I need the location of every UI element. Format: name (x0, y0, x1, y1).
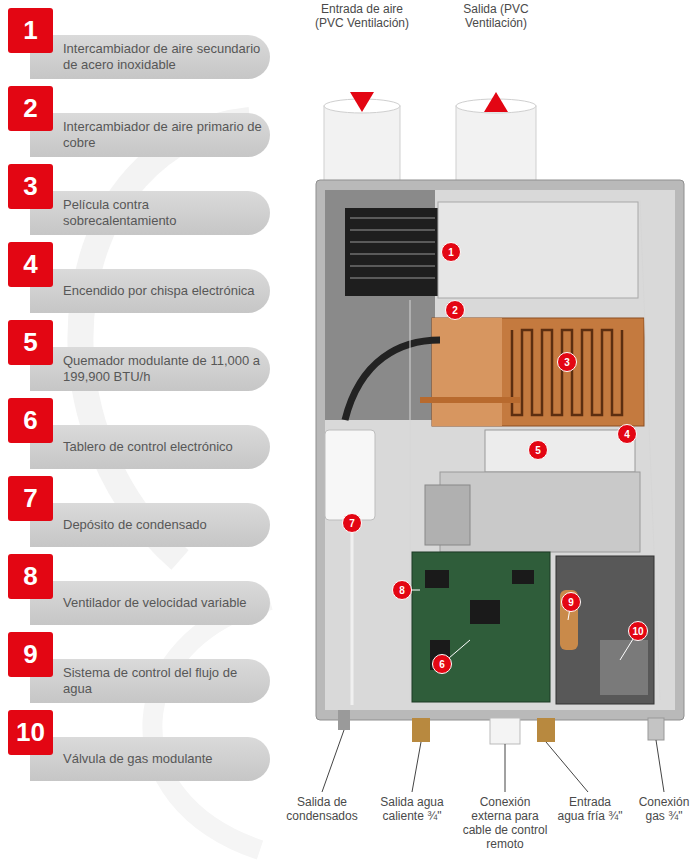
part-description: Válvula de gas modulante (30, 737, 270, 781)
number-text: 8 (23, 561, 37, 592)
description-text: Sistema de control del flujo de agua (63, 665, 263, 697)
part-description: Tablero de control electrónico (30, 425, 270, 469)
part-description: Depósito de condensado (30, 503, 270, 547)
description-text: Intercambiador de aire primario de cobre (63, 119, 263, 151)
number-badge: 4 (8, 242, 53, 287)
fins (345, 208, 440, 296)
callout-number: 2 (445, 300, 465, 320)
number-text: 6 (439, 659, 445, 670)
number-text: 9 (568, 597, 574, 608)
number-text: 4 (624, 429, 630, 440)
number-text: 10 (16, 717, 45, 748)
fitting (490, 718, 520, 744)
number-text: 5 (535, 445, 541, 456)
fitting (412, 718, 430, 742)
number-badge: 1 (8, 8, 53, 53)
description-text: Quemador modulante de 11,000 a 199,900 B… (63, 353, 263, 385)
description-text: Intercambiador de aire secundario de ace… (63, 41, 263, 73)
number-badge: 10 (8, 710, 53, 755)
callout-number: 8 (392, 580, 412, 600)
number-text: 3 (564, 357, 570, 368)
fitting (537, 718, 555, 742)
number-badge: 5 (8, 320, 53, 365)
number-badge: 2 (8, 86, 53, 131)
air-in-arrow (350, 92, 374, 112)
number-badge: 7 (8, 476, 53, 521)
leader-lines (402, 590, 638, 664)
overheat-coil (512, 330, 622, 415)
vent-pipe (324, 106, 400, 186)
background-swirl (152, 600, 270, 850)
hose (345, 340, 440, 420)
fin-lines (350, 218, 435, 278)
condensate-tank (325, 430, 375, 520)
valve-block (556, 556, 654, 704)
primary-exchanger (432, 318, 644, 426)
callout-number: 5 (528, 440, 548, 460)
callout-number: 3 (557, 352, 577, 372)
description-text: Encendido por chispa electrónica (63, 283, 263, 299)
gas-valve (600, 640, 648, 695)
fitting (648, 718, 664, 740)
part-description: Encendido por chispa electrónica (30, 269, 270, 313)
number-text: 7 (349, 518, 355, 529)
callout-number: 9 (561, 592, 581, 612)
air-out-arrow (484, 92, 508, 112)
drain-tube (351, 520, 354, 705)
manifold (425, 485, 470, 545)
number-badge: 8 (8, 554, 53, 599)
part-description: Intercambiador de aire primario de cobre (30, 113, 270, 157)
number-text: 1 (448, 247, 454, 258)
description-text: Película contra sobrecalentamiento (63, 197, 263, 229)
number-text: 7 (23, 483, 37, 514)
secondary-exchanger (438, 202, 638, 298)
casing-interior (325, 190, 675, 710)
callout-number: 1 (441, 242, 461, 262)
part-description: Ventilador de velocidad variable (30, 581, 270, 625)
number-text: 10 (632, 626, 643, 637)
number-text: 1 (23, 15, 37, 46)
label-leaders (322, 730, 664, 792)
number-badge: 3 (8, 164, 53, 209)
description-text: Ventilador de velocidad variable (63, 595, 263, 611)
vent-label: Salida (PVC Ventilación) (442, 2, 550, 30)
connection-label: Conexión gas ¾" (633, 795, 695, 823)
description-text: Depósito de condensado (63, 517, 263, 533)
callout-number: 7 (342, 513, 362, 533)
number-text: 4 (23, 249, 37, 280)
casing (316, 180, 684, 720)
part-description: Quemador modulante de 11,000 a 199,900 B… (30, 347, 270, 391)
burner (485, 430, 635, 472)
number-text: 2 (452, 305, 458, 316)
part-description: Intercambiador de aire secundario de ace… (30, 35, 270, 79)
description-text: Válvula de gas modulante (63, 751, 263, 767)
number-badge: 6 (8, 398, 53, 443)
number-text: 5 (23, 327, 37, 358)
connection-label: Entrada agua fría ¾" (554, 795, 626, 823)
control-board (412, 552, 550, 702)
vent-pipe (456, 106, 536, 186)
number-badge: 9 (8, 632, 53, 677)
callout-number: 4 (617, 424, 637, 444)
number-text: 8 (399, 585, 405, 596)
number-text: 9 (23, 639, 37, 670)
background-swirl (81, 120, 250, 560)
part-description: Película contra sobrecalentamiento (30, 191, 270, 235)
copper-pipe (420, 397, 520, 403)
connection-label: Salida de condensados (281, 795, 363, 823)
description-text: Tablero de control electrónico (63, 439, 263, 455)
number-text: 6 (23, 405, 37, 436)
connection-label: Salida agua caliente ¾" (380, 795, 444, 823)
copper-highlight (432, 318, 502, 426)
number-text: 2 (23, 93, 37, 124)
number-text: 3 (23, 171, 37, 202)
callout-number: 10 (628, 621, 648, 641)
part-description: Sistema de control del flujo de agua (30, 659, 270, 703)
fitting (338, 710, 350, 730)
vent-label: Entrada de aire (PVC Ventilación) (306, 2, 418, 30)
callout-number: 6 (432, 654, 452, 674)
connection-label: Conexión externa para cable de control r… (460, 795, 550, 851)
